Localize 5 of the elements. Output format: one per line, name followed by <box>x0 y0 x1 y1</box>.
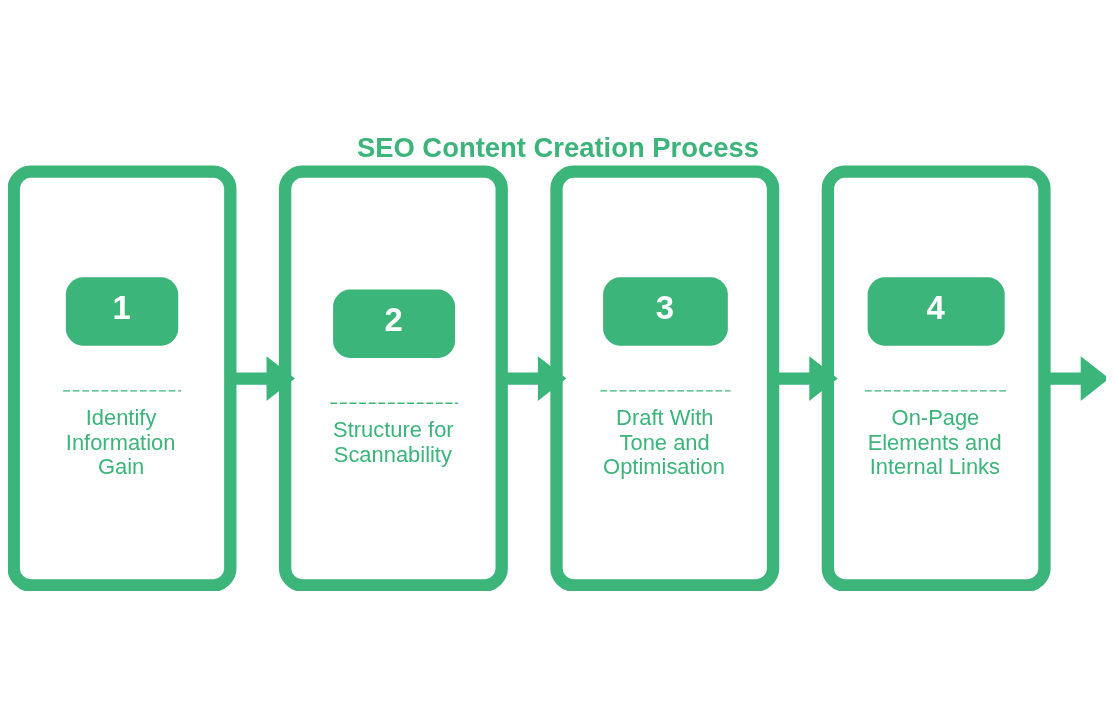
node-box: 2 Structure for Scannability <box>278 164 508 591</box>
node-box: 1 Identify Information Gain <box>8 164 237 591</box>
node-box: 4 On-Page Elements and Internal Links <box>821 164 1051 591</box>
diagram-title: SEO Content Creation Process <box>356 131 759 163</box>
node-box: 3 Draft With Tone and Optimisation <box>550 164 780 591</box>
